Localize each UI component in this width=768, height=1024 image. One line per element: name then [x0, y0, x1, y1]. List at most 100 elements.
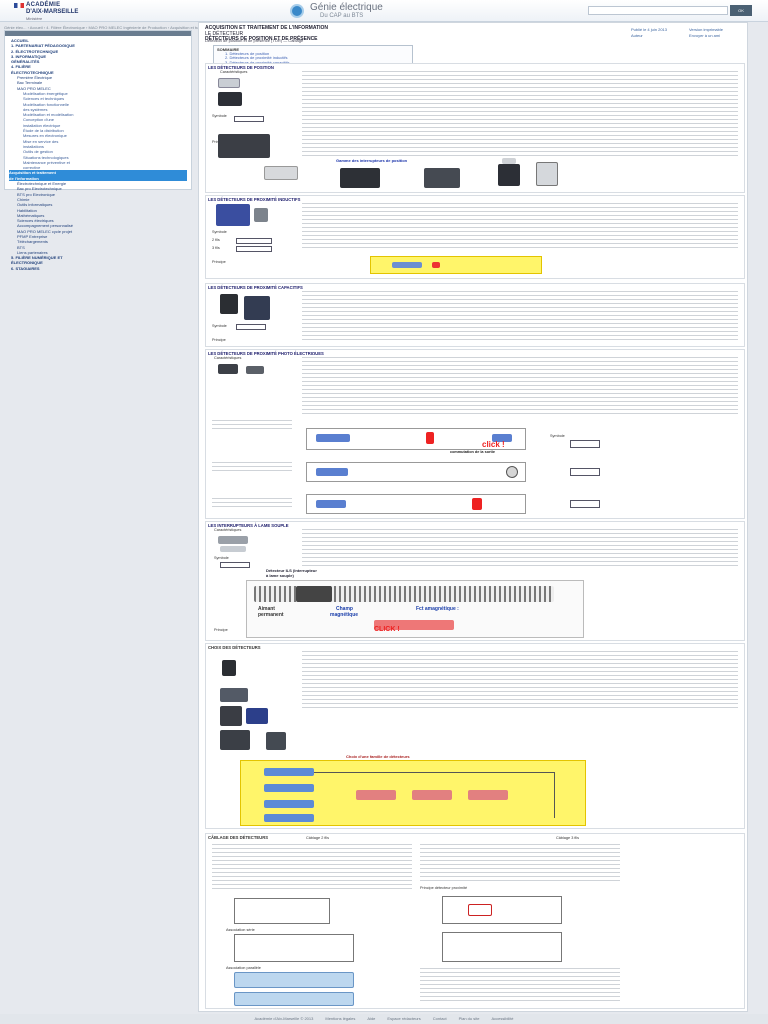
symbol-2-wire	[236, 238, 272, 244]
sidebar-item[interactable]: de l'information	[9, 175, 187, 182]
sidebar-item[interactable]: Acquisition et traitement	[9, 170, 187, 176]
academy-name-line2: D'AIX-MARSEILLE	[26, 9, 79, 15]
switch-type-5	[536, 162, 558, 186]
choix-photo-6	[266, 732, 286, 750]
article-meta: Publié le 4 juin 2013 Auteur	[631, 27, 667, 39]
sidebar-item[interactable]: 4. FILIÈRE	[11, 64, 31, 70]
sidebar-item[interactable]: Maintenance préventive et	[23, 159, 70, 165]
sidebar-item[interactable]: Modélisation fonctionnelle	[23, 101, 70, 107]
inductif-target-drawing	[432, 262, 440, 268]
sidebar-item[interactable]: Bac pro Electrotechnique	[17, 186, 62, 192]
symbol-3-wire	[236, 246, 272, 252]
sidebar-item[interactable]: Électrotechnique et Energie	[17, 181, 67, 187]
article-subtitle-2: DÉTECTEURS DE POSITION ET DE PRÉSENCE	[205, 36, 318, 42]
share-link[interactable]: Envoyer à un ami	[688, 33, 721, 38]
sidebar-item[interactable]: Situations technologiques	[23, 154, 69, 160]
sidebar-item[interactable]: des systèmes	[23, 106, 48, 112]
footer-link[interactable]: Académie d'Aix-Marseille © 2013	[254, 1016, 314, 1021]
sidebar-item[interactable]: GÉNÉRALITÉS	[11, 59, 40, 65]
click-label: click !	[482, 440, 505, 449]
sidebar-item[interactable]: MAO PRO MELEC cycle projet	[17, 228, 73, 234]
sidebar-item[interactable]: 3. INFORMATIQUE	[11, 53, 47, 59]
label-cablage-2-fils: Câblage 2 fils	[306, 836, 330, 840]
sidebar-item[interactable]: Téléchargements	[17, 239, 48, 245]
limit-switch-photo-2	[218, 92, 242, 106]
flow-node-2	[264, 784, 314, 792]
sidebar-item[interactable]: Sciences et techniques	[23, 96, 65, 102]
sidebar-item[interactable]: 6. STAGIAIRES	[11, 265, 40, 271]
sidebar-item[interactable]: Modélisation et modélisation	[23, 112, 74, 118]
print-link[interactable]: Version imprimable	[688, 27, 723, 32]
sidebar-item[interactable]: ÉLECTRONIQUE	[11, 260, 43, 266]
sidebar-item[interactable]: installation électrique	[23, 122, 61, 128]
sidebar-item[interactable]: Accompagnement personnalisé	[17, 223, 74, 229]
article-subtitle-1: LE DÉTECTEUR	[205, 30, 244, 37]
sidebar-item[interactable]: MAO PRO MELEC	[17, 85, 51, 91]
main-content: ACQUISITION ET TRAITEMENT DE L'INFORMATI…	[198, 22, 748, 1012]
section-ils: LES INTERRUPTEURS À LAME SOUPLE Caractér…	[205, 521, 745, 641]
sidebar-item[interactable]: installations	[23, 143, 44, 149]
ministry-label: Ministère	[26, 16, 43, 21]
sidebar-item[interactable]: ACCUEIL	[11, 38, 29, 43]
cablage-association-text	[420, 966, 620, 1004]
sidebar-item[interactable]: Chimie	[17, 196, 30, 202]
inductive-sensor-photo	[216, 204, 250, 226]
schema-serie	[234, 934, 354, 962]
sidebar-item[interactable]: Sciences électriques	[17, 218, 54, 224]
sidebar-item[interactable]: PFMP Entreprise	[17, 233, 48, 239]
ils-piston-drawing	[296, 586, 332, 602]
footer-link[interactable]: Accessibilité	[491, 1016, 514, 1021]
switch-type-3	[424, 168, 460, 188]
search-input[interactable]	[588, 6, 728, 15]
footer-link[interactable]: Aide	[367, 1016, 376, 1021]
site-footer: Académie d'Aix-Marseille © 2013 Mentions …	[0, 1014, 768, 1024]
breadcrumb[interactable]: Génie élec... › Accueil › 4. Filière Éle…	[4, 25, 213, 30]
sidebar-item[interactable]: Conception d'une	[23, 117, 55, 123]
sidebar-item[interactable]: corrective	[23, 165, 41, 171]
inductif-sensor-drawing	[392, 262, 422, 268]
sidebar-item[interactable]: Modélisation énergétique	[23, 90, 68, 96]
site-subtitle: Du CAP au BTS	[320, 13, 364, 19]
sidebar-item[interactable]: Bac Terminale	[17, 80, 43, 86]
section-position: LES DÉTECTEURS DE POSITION Caractéristiq…	[205, 63, 745, 193]
footer-link[interactable]: Plan du site	[458, 1016, 480, 1021]
sidebar-item[interactable]: 5. FILIÈRE NUMÉRIQUE ET	[11, 255, 63, 261]
reed-switch-photo-2	[220, 546, 246, 552]
search-button[interactable]: OK	[730, 5, 752, 16]
footer-link[interactable]: Mentions légales	[325, 1016, 356, 1021]
toc-item[interactable]: 2. Détecteurs de proximité inductifs	[225, 55, 288, 61]
ils-click-label: CLICK !	[374, 626, 400, 633]
sidebar-item[interactable]: Outils de gestion	[23, 149, 53, 155]
label-symbole: Symbole	[212, 324, 227, 328]
sidebar-item[interactable]: BTS	[17, 244, 25, 250]
ils-contact-drawing	[374, 620, 454, 630]
sidebar-item[interactable]: BTS pro Electronique	[17, 191, 56, 197]
sidebar-item[interactable]: Mesures en électronique	[23, 133, 67, 139]
flow-node-5	[356, 790, 396, 800]
academy-logo[interactable]: ACADÉMIE D'AIX-MARSEILLE Ministère	[14, 2, 84, 21]
reflex-diagram	[306, 462, 526, 482]
sidebar-item[interactable]: 2. ÉLECTROTECHNIQUE	[11, 48, 59, 54]
inductive-sensor-photo-2	[254, 208, 268, 222]
sidebar-item[interactable]: Étude de la distribution	[23, 128, 64, 134]
sidebar-item[interactable]: Première Électrique	[17, 75, 53, 81]
sidebar-item[interactable]: Liens partenaires	[17, 249, 48, 255]
sidebar-item[interactable]: ÉLECTROTECHNIQUE	[11, 69, 54, 75]
label-symbole: Symbole	[550, 434, 565, 438]
sidebar-item[interactable]: Habilitation	[17, 207, 37, 213]
schema-3-fils	[442, 896, 562, 924]
toc-item[interactable]: 1. Détecteurs de position	[225, 51, 270, 56]
sidebar-header-bar	[5, 31, 191, 36]
footer-link[interactable]: Contact	[432, 1016, 447, 1021]
section-title: LES DÉTECTEURS DE PROXIMITÉ PHOTO ÉLECTR…	[208, 351, 324, 356]
sidebar-item[interactable]: Outils informatiques	[17, 202, 53, 208]
section-title: LES INTERRUPTEURS À LAME SOUPLE	[208, 523, 289, 528]
sidebar-item[interactable]: 1. PARTENARIAT PÉDAGOGIQUE	[11, 43, 75, 49]
footer-link[interactable]: Espace rédacteurs	[387, 1016, 421, 1021]
toc-item[interactable]: 3. Détecteurs de proximité capacitifs	[217, 60, 409, 65]
site-title: Génie électrique	[310, 2, 383, 13]
sidebar-item[interactable]: Mise en service des	[23, 138, 59, 144]
sidebar-item[interactable]: Mathématiques	[17, 212, 45, 218]
choix-text-block	[302, 649, 738, 709]
section-photoelectrique: LES DÉTECTEURS DE PROXIMITÉ PHOTO ÉLECTR…	[205, 349, 745, 519]
